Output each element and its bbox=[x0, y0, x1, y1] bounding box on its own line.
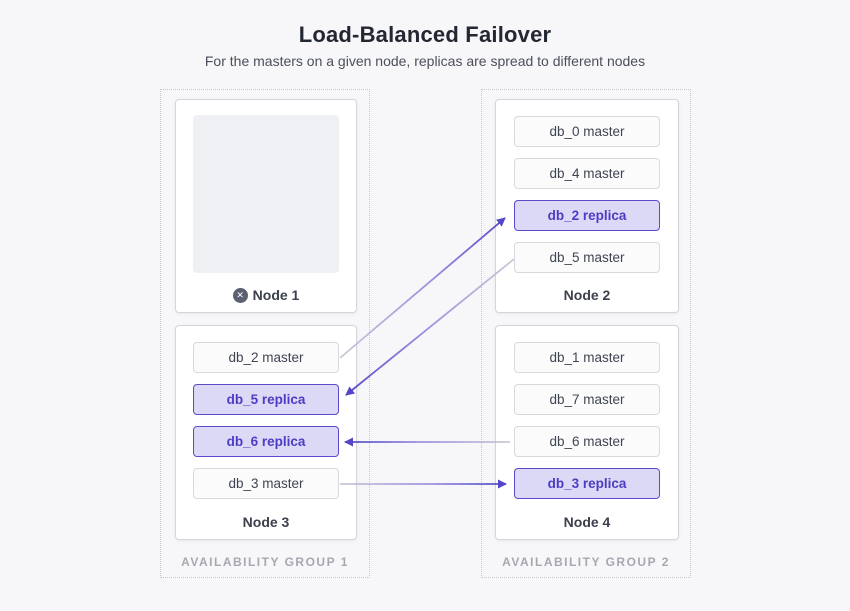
node-1-name: Node 1 bbox=[252, 287, 300, 303]
node-1-label: ✕ Node 1 bbox=[176, 287, 356, 303]
node-2-label: Node 2 bbox=[496, 287, 678, 303]
node-4-name: Node 4 bbox=[563, 514, 611, 530]
db-box-db_0-master: db_0 master bbox=[514, 116, 660, 147]
db-box-db_3-replica: db_3 replica bbox=[514, 468, 660, 499]
node-2-card: db_0 master db_4 master db_2 replica db_… bbox=[495, 99, 679, 313]
node-1-card: ✕ Node 1 bbox=[175, 99, 357, 313]
node-3-label: Node 3 bbox=[176, 514, 356, 530]
node-3-db-stack: db_2 master db_5 replica db_6 replica db… bbox=[176, 342, 356, 499]
node-4-label: Node 4 bbox=[496, 514, 678, 530]
node-4-card: db_1 master db_7 master db_6 master db_3… bbox=[495, 325, 679, 540]
db-box-db_6-master: db_6 master bbox=[514, 426, 660, 457]
node-3-name: Node 3 bbox=[242, 514, 290, 530]
availability-group-1-label: AVAILABILITY GROUP 1 bbox=[181, 555, 349, 569]
page-title: Load-Balanced Failover bbox=[298, 22, 552, 47]
db-box-db_1-master: db_1 master bbox=[514, 342, 660, 373]
db-box-db_5-master: db_5 master bbox=[514, 242, 660, 273]
db-box-db_7-master: db_7 master bbox=[514, 384, 660, 415]
db-box-db_2-master: db_2 master bbox=[193, 342, 339, 373]
x-circle-icon: ✕ bbox=[232, 287, 248, 303]
node-2-db-stack: db_0 master db_4 master db_2 replica db_… bbox=[496, 116, 678, 273]
db-box-db_2-replica: db_2 replica bbox=[514, 200, 660, 231]
db-box-db_4-master: db_4 master bbox=[514, 158, 660, 189]
db-box-db_5-replica: db_5 replica bbox=[193, 384, 339, 415]
node-3-card: db_2 master db_5 replica db_6 replica db… bbox=[175, 325, 357, 540]
failed-node-placeholder bbox=[193, 115, 339, 273]
page-subtitle: For the masters on a given node, replica… bbox=[204, 53, 646, 69]
node-4-db-stack: db_1 master db_7 master db_6 master db_3… bbox=[496, 342, 678, 499]
availability-group-2-label: AVAILABILITY GROUP 2 bbox=[502, 555, 670, 569]
db-box-db_6-replica: db_6 replica bbox=[193, 426, 339, 457]
node-2-name: Node 2 bbox=[563, 287, 611, 303]
db-box-db_3-master: db_3 master bbox=[193, 468, 339, 499]
